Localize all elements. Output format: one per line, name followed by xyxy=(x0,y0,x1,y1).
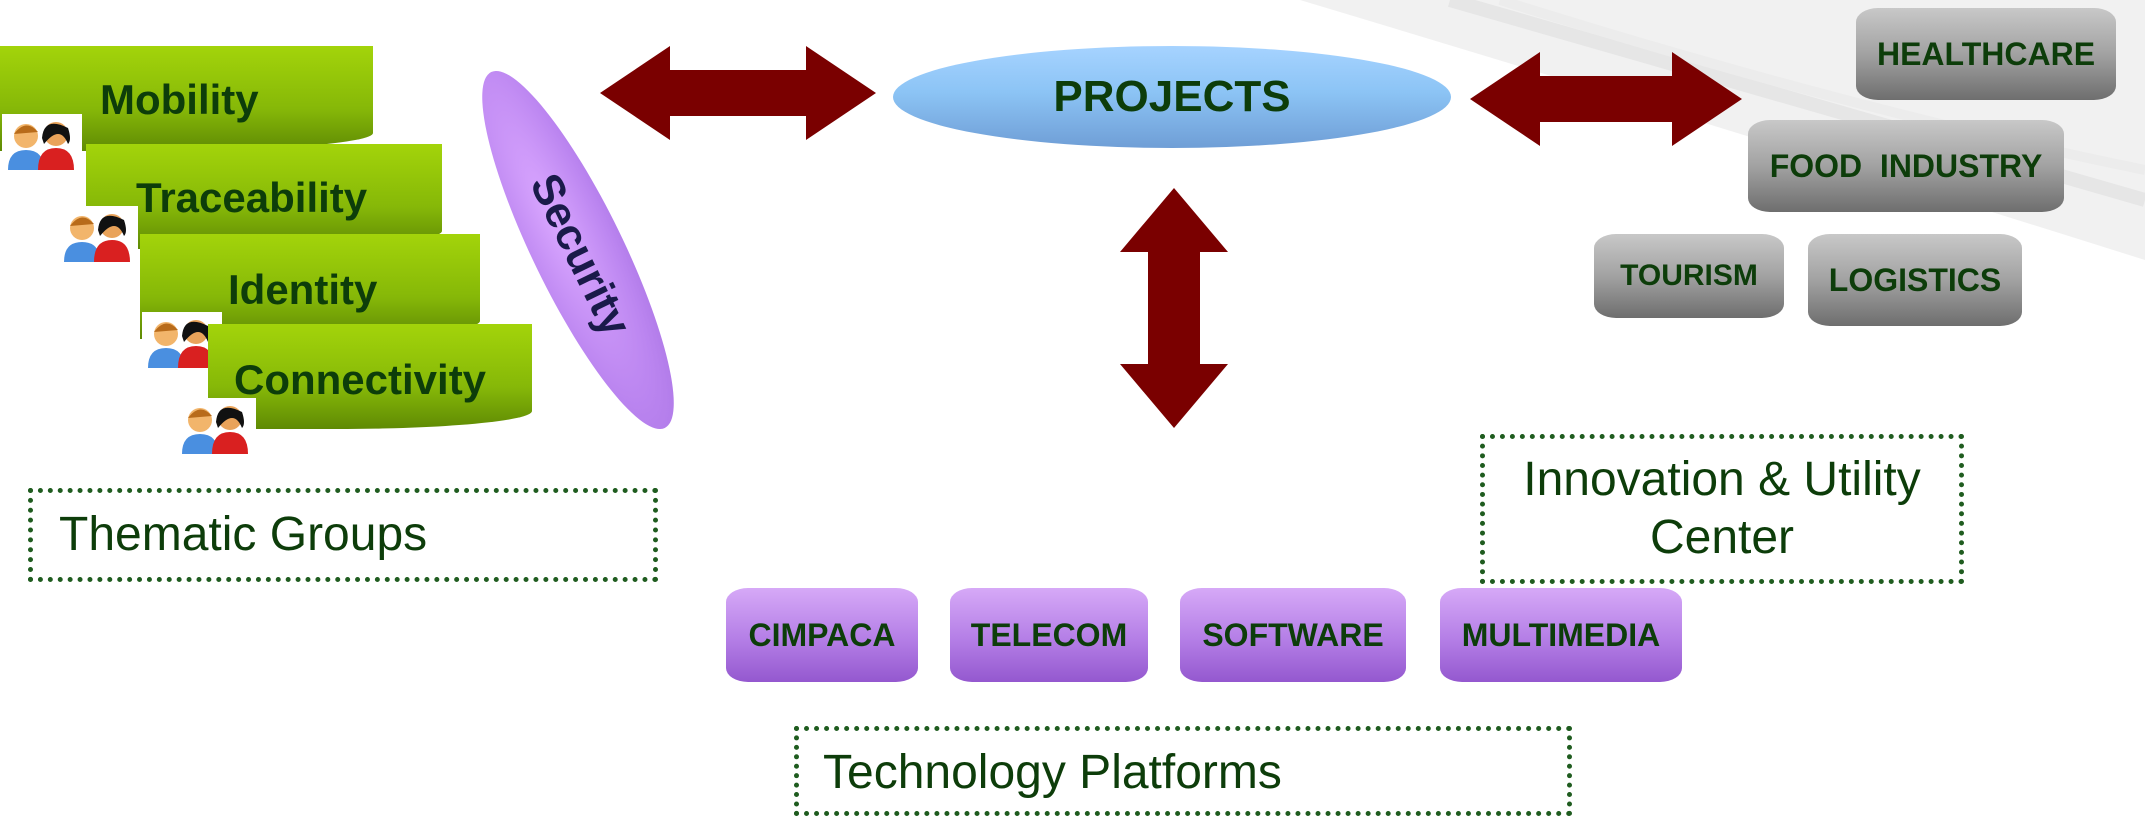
double-arrow-left-icon xyxy=(600,46,876,140)
sector-food-industry[interactable]: FOOD INDUSTRY xyxy=(1748,120,2064,212)
platform-telecom[interactable]: TELECOM xyxy=(950,588,1148,682)
people-icon xyxy=(2,114,82,172)
innovation-center-line1: Innovation & Utility xyxy=(1523,453,1921,506)
platform-software[interactable]: SOFTWARE xyxy=(1180,588,1406,682)
group-label-mobility: Mobility xyxy=(100,76,259,123)
platform-multimedia[interactable]: MULTIMEDIA xyxy=(1440,588,1682,682)
innovation-center-box: Innovation & Utility Center xyxy=(1480,434,1964,584)
sector-tourism[interactable]: TOURISM xyxy=(1594,234,1784,318)
projects-label: PROJECTS xyxy=(1053,72,1291,121)
technology-platforms-caption: Technology Platforms xyxy=(823,746,1282,799)
group-label-connectivity: Connectivity xyxy=(234,356,487,403)
group-box-traceability[interactable] xyxy=(86,144,442,249)
platform-cimpaca[interactable]: CIMPACA xyxy=(726,588,918,682)
thematic-groups-caption: Thematic Groups xyxy=(59,508,428,561)
sector-healthcare[interactable]: HEALTHCARE xyxy=(1856,8,2116,100)
people-icon xyxy=(176,398,256,456)
group-label-identity: Identity xyxy=(228,266,378,313)
group-box-connectivity[interactable] xyxy=(208,324,532,429)
double-arrow-vertical-icon xyxy=(1120,188,1228,428)
technology-platforms-caption-box: Technology Platforms xyxy=(794,726,1572,816)
group-label-traceability: Traceability xyxy=(136,174,368,221)
sector-logistics[interactable]: LOGISTICS xyxy=(1808,234,2022,326)
innovation-center-line2: Center xyxy=(1649,511,1795,564)
projects-ellipse[interactable] xyxy=(893,46,1451,148)
double-arrow-right-icon xyxy=(1470,52,1742,146)
people-icon xyxy=(58,206,138,264)
thematic-groups-caption-box: Thematic Groups xyxy=(28,488,658,582)
